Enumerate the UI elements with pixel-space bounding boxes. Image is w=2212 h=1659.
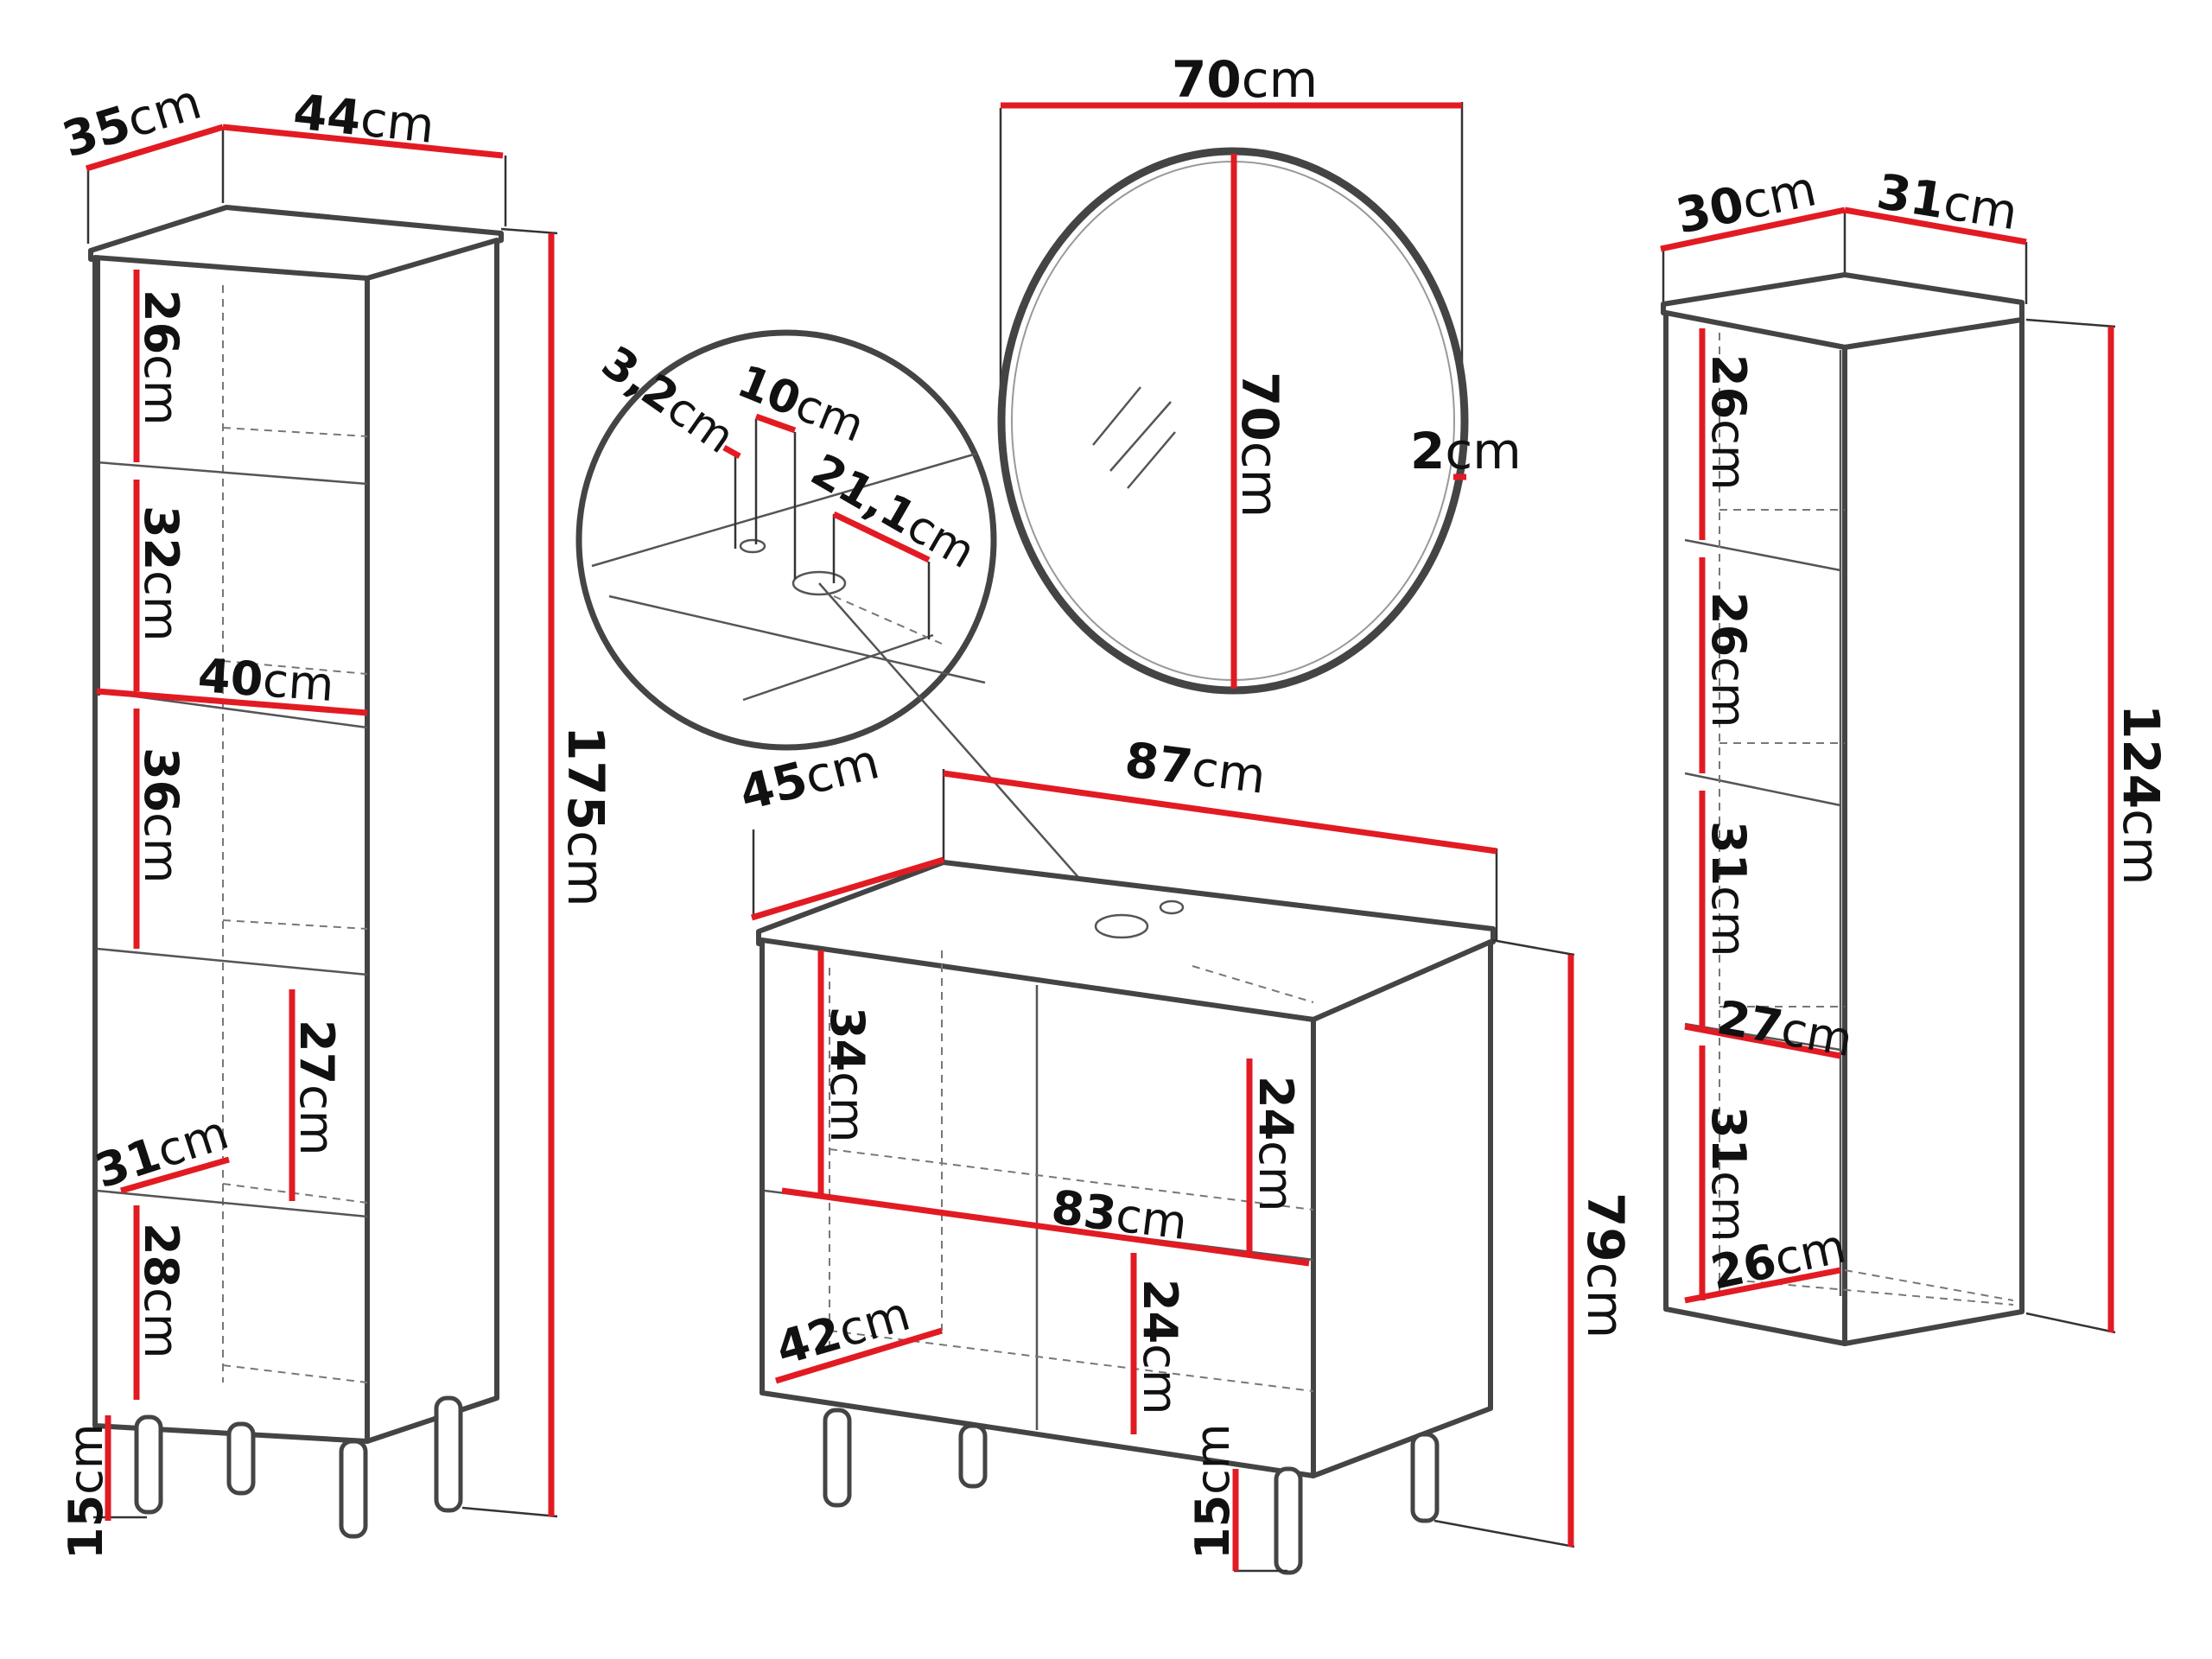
leg bbox=[434, 1395, 463, 1513]
leg bbox=[958, 1423, 988, 1489]
leg bbox=[134, 1414, 163, 1515]
inner-width-dim-line bbox=[96, 688, 368, 716]
shelf-1-label: 26cm bbox=[134, 289, 188, 425]
height-label: 175cm bbox=[556, 726, 615, 906]
shelf-5-label: 28cm bbox=[134, 1223, 188, 1358]
tall-cabinet: 35cm 44cm 175cm 26cm 32cm 40cm 36cm 27cm… bbox=[56, 73, 615, 1560]
shelf-3-label: 36cm bbox=[134, 747, 188, 883]
mirror-height-label: 70cm bbox=[1230, 372, 1289, 518]
shelf-lines bbox=[96, 461, 368, 1218]
width-dim-line bbox=[222, 124, 504, 159]
small-cabinet: 30cm 31cm 124cm 26cm 26cm 31cm 27cm 31cm… bbox=[1660, 161, 2171, 1346]
mirror-width-label: 70cm bbox=[1172, 50, 1318, 109]
inner-width-label: 40cm bbox=[196, 648, 335, 712]
shelf-4-label: 27cm bbox=[289, 1020, 344, 1155]
leg bbox=[226, 1421, 256, 1496]
small-shelf-3-label: 31cm bbox=[1701, 821, 1756, 957]
hole-offset-dim-line bbox=[754, 413, 797, 434]
large-hole bbox=[791, 570, 847, 596]
detail-dashed-line bbox=[833, 595, 943, 645]
ext-line bbox=[1433, 1519, 1575, 1548]
large-hole-dim-line bbox=[832, 511, 931, 563]
vanity-inner-width-label: 83cm bbox=[1048, 1179, 1190, 1250]
detail-countertop-lines bbox=[591, 452, 986, 684]
small-hole bbox=[739, 538, 766, 554]
cabinet-top bbox=[88, 205, 504, 281]
vanity-right-height-label: 24cm bbox=[1249, 1076, 1303, 1211]
vanity-inner-height-label: 34cm bbox=[820, 1007, 874, 1142]
small-inner-width-dim-line bbox=[1684, 1023, 1841, 1059]
sink-hole-detail: 3,2cm 10cm 21,1cm bbox=[575, 329, 1122, 927]
vanity-width-label: 87cm bbox=[1122, 732, 1268, 804]
small-depth-dim-line bbox=[1660, 207, 1846, 252]
mirror-thickness-label: 2cm bbox=[1410, 422, 1522, 480]
small-cabinet-side bbox=[1842, 317, 2024, 1346]
vanity-legs-label: 15cm bbox=[1185, 1424, 1240, 1560]
vanity-side bbox=[1311, 939, 1493, 1478]
tap-hole bbox=[1159, 899, 1185, 915]
ext-line bbox=[2025, 1312, 2116, 1334]
vanity-cabinet: 45cm 87cm 79cm 34cm 24cm 83cm 42cm 24cm … bbox=[734, 732, 1635, 1575]
detail-edge-line bbox=[742, 633, 934, 702]
ext-line bbox=[500, 227, 558, 235]
round-mirror: 70cm 70cm 2cm bbox=[997, 50, 1522, 695]
glass-door-edge bbox=[97, 259, 100, 696]
small-shelf-1-label: 26cm bbox=[1701, 354, 1756, 490]
small-shelf-2-label: 26cm bbox=[1701, 592, 1756, 728]
glass-reflection-icon bbox=[1092, 386, 1176, 489]
ext-line bbox=[461, 1506, 558, 1518]
leg bbox=[1410, 1432, 1440, 1523]
detail-circle bbox=[575, 329, 997, 751]
depth-dim-line bbox=[85, 124, 225, 172]
shelf-2-label: 32cm bbox=[134, 505, 188, 641]
legs-label: 15cm bbox=[59, 1424, 113, 1560]
small-width-label: 31cm bbox=[1873, 164, 2021, 242]
small-inner-lines bbox=[1719, 333, 2014, 1306]
small-width-dim-line bbox=[1844, 207, 2027, 245]
leg bbox=[339, 1439, 368, 1539]
leg bbox=[1274, 1466, 1303, 1575]
small-height-label: 124cm bbox=[2112, 704, 2171, 885]
vanity-inner-width-dim-line bbox=[781, 1187, 1310, 1267]
ext-line bbox=[2025, 318, 2116, 328]
small-inner-width-label: 27cm bbox=[1713, 990, 1857, 1067]
vanity-height-label: 79cm bbox=[1576, 1192, 1635, 1338]
leg bbox=[823, 1408, 852, 1508]
small-hole-dim-line bbox=[722, 444, 741, 460]
ext-line bbox=[1491, 938, 1575, 957]
inner-depth-dim-line bbox=[120, 1156, 230, 1194]
small-shelf-lines bbox=[1684, 538, 1841, 1052]
shelf-back-lines bbox=[222, 427, 368, 1383]
small-shelf-4-label: 31cm bbox=[1701, 1106, 1756, 1242]
vanity-width-dim-line bbox=[943, 770, 1497, 855]
cabinet-side bbox=[365, 238, 499, 1444]
width-label: 44cm bbox=[291, 84, 437, 155]
small-inner-depth-dim-line bbox=[1684, 1267, 1841, 1304]
vanity-inner-depth-dim-line bbox=[774, 1327, 944, 1384]
vanity-depth-dim-line bbox=[750, 856, 945, 921]
sink-hole bbox=[1094, 913, 1149, 939]
vanity-depth-label: 45cm bbox=[734, 734, 885, 823]
detail-leader-line bbox=[818, 582, 1122, 927]
vanity-lower-height-label: 24cm bbox=[1133, 1279, 1187, 1414]
